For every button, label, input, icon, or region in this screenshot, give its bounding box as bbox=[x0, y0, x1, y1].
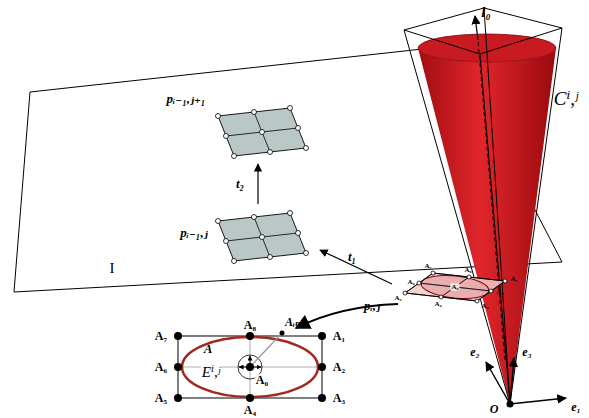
label: A₂ bbox=[333, 361, 345, 373]
label: A₁ bbox=[510, 276, 517, 283]
label: pᵢ₋₁,ⱼ bbox=[180, 226, 207, 239]
label: A₃ bbox=[333, 392, 345, 404]
t2-arrow bbox=[257, 164, 258, 204]
label: A₀ bbox=[450, 284, 459, 291]
label: I bbox=[110, 261, 115, 276]
label: A₂ bbox=[496, 289, 503, 296]
label: A₆ bbox=[407, 279, 414, 286]
label: Aᵢₙᵢₜ bbox=[285, 316, 307, 328]
label: A₄ bbox=[244, 404, 256, 416]
label: A₇ bbox=[155, 330, 167, 342]
origin-dot bbox=[507, 401, 514, 408]
label: e₂ bbox=[470, 346, 480, 358]
label: t₂ bbox=[236, 177, 244, 190]
t1-arrow bbox=[320, 250, 392, 284]
cone-section bbox=[405, 273, 505, 302]
label: A₃ bbox=[481, 303, 488, 310]
label: A₅ bbox=[155, 392, 167, 404]
label: A₄ bbox=[434, 301, 441, 308]
label: Cⁱ,ʲ bbox=[554, 89, 578, 108]
cone bbox=[418, 48, 556, 404]
label: pᵢ₋₁,ⱼ₊₁ bbox=[167, 92, 206, 105]
label: A₆ bbox=[155, 361, 167, 373]
label: e₃ bbox=[522, 346, 532, 358]
axis-dashed bbox=[478, 40, 505, 360]
axis-l0 bbox=[475, 16, 478, 40]
label: A₈ bbox=[244, 319, 256, 331]
label: A₅ bbox=[394, 295, 401, 302]
inset bbox=[178, 331, 322, 399]
label: l₀ bbox=[481, 5, 490, 20]
label: A₈ bbox=[464, 267, 471, 274]
grid-patch bbox=[403, 271, 507, 303]
grid-patch bbox=[216, 106, 309, 159]
zoom-arrow bbox=[296, 304, 398, 328]
label: pᵢ,ⱼ bbox=[364, 299, 380, 312]
frustum-box bbox=[404, 8, 562, 404]
label: A bbox=[204, 342, 213, 355]
label: t₁ bbox=[348, 250, 356, 263]
grid-patch bbox=[216, 211, 309, 264]
label: Eⁱ,ʲ bbox=[201, 365, 221, 380]
sample-dots bbox=[174, 332, 326, 402]
basis-axes bbox=[486, 358, 566, 404]
label: A₇ bbox=[424, 263, 431, 270]
label: O bbox=[490, 403, 499, 415]
label: e₁ bbox=[571, 401, 581, 413]
label: A₀ bbox=[255, 374, 269, 386]
label: A₁ bbox=[333, 330, 345, 342]
